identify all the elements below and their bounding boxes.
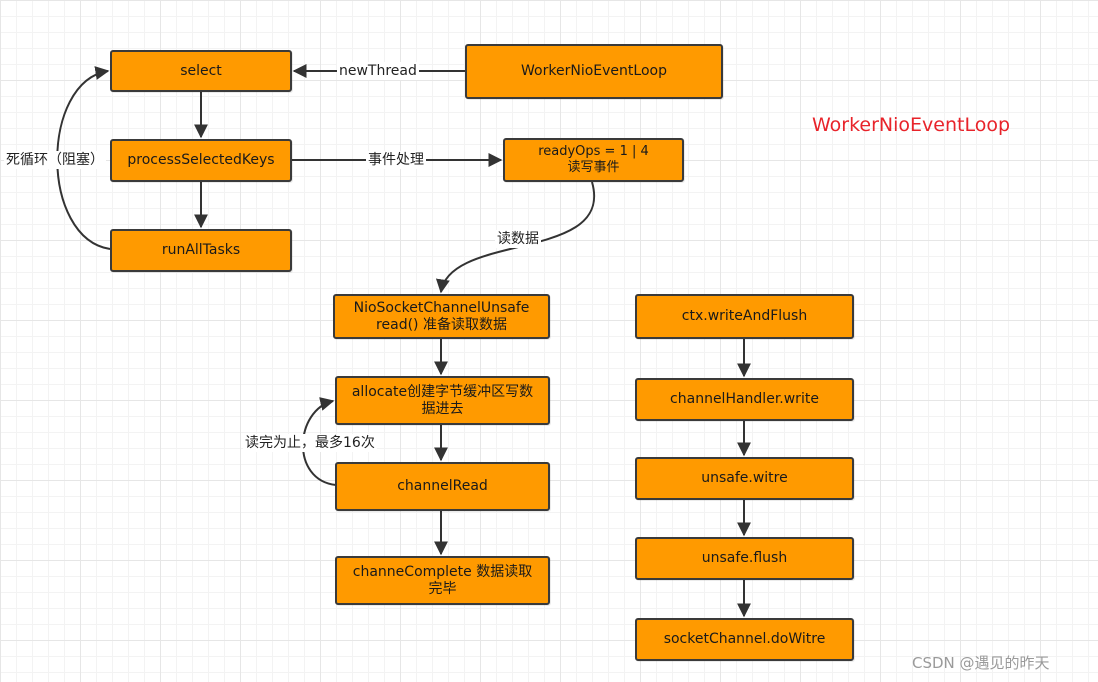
node-allocate-line1: allocate创建字节缓冲区写数 <box>351 383 534 400</box>
node-nio-socket-channel-unsafe[interactable]: NioSocketChannelUnsafe read() 准备读取数据 <box>333 294 550 339</box>
node-nio-unsafe-line2: read() 准备读取数据 <box>376 316 507 333</box>
node-channe-complete[interactable]: channeComplete 数据读取 完毕 <box>335 556 550 605</box>
node-ready-ops[interactable]: readyOps = 1 | 4 读写事件 <box>503 138 684 182</box>
node-run-all-tasks-label: runAllTasks <box>161 242 241 258</box>
node-channel-read[interactable]: channelRead <box>335 462 550 511</box>
edge-label-read-data: 读数据 <box>495 230 541 248</box>
node-channe-complete-line1: channeComplete 数据读取 <box>352 563 533 580</box>
node-channel-read-label: channelRead <box>397 478 488 494</box>
node-select[interactable]: select <box>110 50 292 92</box>
node-unsafe-flush-label: unsafe.flush <box>701 550 788 566</box>
edge-label-event-handling: 事件处理 <box>366 151 426 169</box>
node-ready-ops-line2: 读写事件 <box>567 160 620 175</box>
node-channe-complete-line2: 完毕 <box>428 580 457 597</box>
node-unsafe-witre[interactable]: unsafe.witre <box>635 457 854 500</box>
edge-label-dead-loop: 死循环（阻塞） <box>4 151 106 169</box>
edge-label-read-until-done: 读完为止，最多16次 <box>243 434 377 452</box>
watermark: CSDN @遇见的昨天 <box>912 654 1050 672</box>
node-unsafe-flush[interactable]: unsafe.flush <box>635 537 854 580</box>
edge-label-new-thread: newThread <box>337 62 419 80</box>
diagram-title: WorkerNioEventLoop <box>812 114 1011 136</box>
node-select-label: select <box>180 62 222 79</box>
node-allocate[interactable]: allocate创建字节缓冲区写数 据进去 <box>335 376 550 425</box>
node-channel-handler-write[interactable]: channelHandler.write <box>635 378 854 421</box>
node-allocate-line2: 据进去 <box>421 400 464 417</box>
node-run-all-tasks[interactable]: runAllTasks <box>110 229 292 272</box>
node-ctx-write-and-flush[interactable]: ctx.writeAndFlush <box>635 294 854 339</box>
node-socket-channel-do-witre[interactable]: socketChannel.doWitre <box>635 618 854 661</box>
node-socket-channel-do-witre-label: socketChannel.doWitre <box>663 631 826 647</box>
node-channel-handler-write-label: channelHandler.write <box>670 391 819 407</box>
node-unsafe-witre-label: unsafe.witre <box>701 470 788 486</box>
node-worker-nio-event-loop[interactable]: WorkerNioEventLoop <box>465 44 723 99</box>
node-worker-nio-event-loop-label: WorkerNioEventLoop <box>521 63 667 79</box>
node-nio-unsafe-line1: NioSocketChannelUnsafe <box>353 299 530 316</box>
node-process-selected-keys-label: processSelectedKeys <box>127 152 275 168</box>
node-ctx-write-and-flush-label: ctx.writeAndFlush <box>681 308 808 324</box>
node-ready-ops-line1: readyOps = 1 | 4 <box>538 144 649 159</box>
node-process-selected-keys[interactable]: processSelectedKeys <box>110 139 292 182</box>
